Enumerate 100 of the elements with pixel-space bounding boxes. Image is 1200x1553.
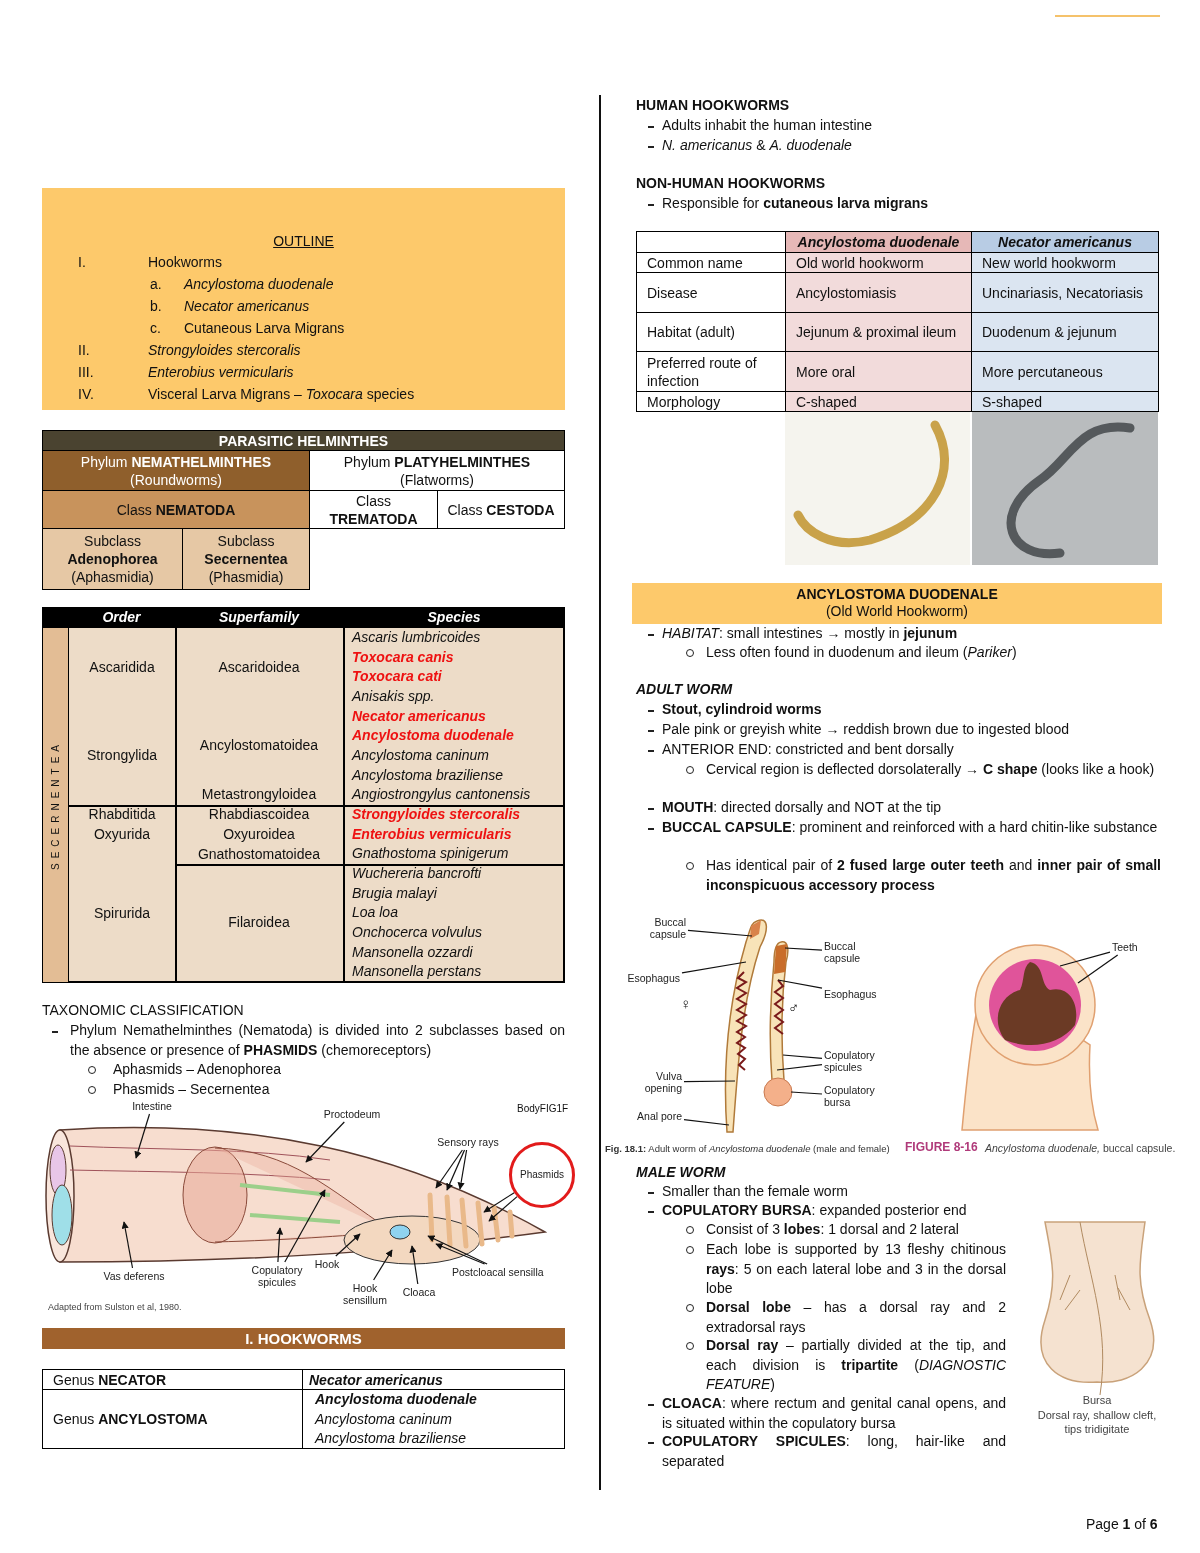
table-cell: Class CESTODA	[437, 490, 565, 529]
superfamily-name: Ancylostomatoidea	[198, 736, 320, 755]
table-cell: Phylum NEMATHELMINTHES (Roundworms)	[42, 450, 310, 491]
leader-arrow	[276, 1227, 284, 1263]
callout-label: Copulatory bursa	[824, 1084, 884, 1108]
list-item: Has identical pair of 2 fused large outer teeth and inner pair of small inconspicuous accessory process	[706, 856, 1161, 895]
outline-item: Ancylostoma duodenale	[184, 275, 334, 294]
superfamily-name: Rhabdiascoidea	[207, 805, 311, 824]
list-item: Phylum Nemathelminthes (Nematoda) is divided into 2 subclasses based on the absence or presence of PHASMIDS (chemoreceptors)	[70, 1021, 565, 1060]
species-name: Wuchereria bancrofti	[352, 864, 482, 884]
list-item: Each lobe is supported by 13 fleshy chitinous rays: 5 on each lateral lobe and 3 in the dorsal lobe	[706, 1240, 1006, 1298]
figure-caption: Dorsal ray, shallow cleft, tips tridigitate	[1036, 1408, 1158, 1436]
list-item: Less often found in duodenum and ileum (Pariker)	[706, 643, 1017, 662]
figure-caption: Fig. 18.1: Adult worm of Ancylostoma duodenale (male and female)	[605, 1142, 890, 1156]
order-name: Rhabditida	[87, 805, 157, 824]
species-name: Gnathostoma spinigerum	[352, 844, 509, 864]
outline-number: III.	[78, 363, 94, 382]
highlight-circle: Phasmids	[509, 1142, 575, 1208]
order-name: Oxyurida	[93, 825, 151, 844]
leader-line	[681, 961, 747, 974]
list-item: Dorsal ray – partially divided at the tip, and each division is tripartite (DIAGNOSTIC FEATURE)	[706, 1336, 1006, 1394]
species-name: Ancylostoma braziliense	[315, 1429, 466, 1448]
table-cell: C-shaped	[785, 391, 972, 412]
outline-item: Cutaneous Larva Migrans	[184, 319, 345, 338]
list-item: Adults inhabit the human intestine	[662, 116, 873, 135]
leader-line	[784, 947, 823, 951]
section-heading: MALE WORM	[636, 1163, 726, 1182]
leader-line	[1077, 954, 1119, 984]
leader-line	[777, 979, 823, 989]
leader-line	[782, 1054, 823, 1059]
species-name: Ancylostoma caninum	[315, 1409, 452, 1429]
list-item: BUCCAL CAPSULE: prominent and reinforced with a hard chitin-like substance	[662, 818, 1159, 837]
table-cell: Subclass Adenophorea (Aphasmidia)	[42, 528, 183, 590]
table-cell: New world hookworm	[971, 252, 1159, 273]
list-item: CLOACA: where rectum and genital canal opens, and is situated within the copulatory bursa	[662, 1394, 1006, 1433]
female-symbol: ♀	[680, 994, 692, 1014]
male-symbol: ♂	[788, 998, 800, 1018]
leader-arrow	[305, 1121, 345, 1163]
species-name: Ancylostoma duodenale	[315, 1390, 477, 1409]
section-heading: HUMAN HOOKWORMS	[636, 96, 790, 115]
table-cell: Jejunum & proximal ileum	[785, 312, 972, 352]
figure-credit: Adapted from Sulston et al, 1980.	[48, 1301, 182, 1314]
species-name: Onchocerca volvulus	[352, 923, 482, 943]
outline-number: IV.	[78, 385, 94, 404]
species-name: Mansonella perstans	[352, 962, 482, 982]
species-name: Ancylostoma braziliense	[352, 765, 503, 785]
leader-arrow	[409, 1245, 419, 1285]
section-heading: ANCYLOSTOMA DUODENALE	[795, 585, 999, 604]
outline-number: a.	[150, 275, 162, 294]
species-name: Angiostrongylus cantonensis	[352, 785, 531, 805]
species-name: Strongyloides stercoralis	[352, 805, 521, 824]
leader-arrow	[335, 1233, 361, 1257]
leader-arrow	[284, 1189, 326, 1263]
table-cell: More oral	[785, 351, 972, 392]
list-item: Smaller than the female worm	[662, 1182, 848, 1201]
order-name: Ascaridida	[88, 658, 156, 677]
list-item: Phasmids – Secernentea	[113, 1080, 270, 1099]
section-heading: ADULT WORM	[636, 680, 733, 699]
leader-line	[683, 1080, 736, 1083]
leader-arrow	[483, 1192, 515, 1213]
order-name: Spirurida	[93, 904, 151, 923]
outline-item: Strongyloides stercoralis	[148, 341, 301, 360]
species-name: Ancylostoma caninum	[352, 746, 489, 765]
superfamily-name: Metastrongyloidea	[200, 785, 318, 804]
callout-label: Copulatory spicules	[824, 1049, 884, 1073]
species-name: Ascaris lumbricoides	[352, 628, 481, 647]
column-header: Species	[426, 608, 482, 627]
outline-item: Visceral Larva Migrans – Toxocara species	[148, 385, 415, 404]
species-name: Toxocara cati	[352, 667, 442, 687]
table-cell: Necator americanus	[302, 1369, 565, 1390]
superfamily-name: Filaroidea	[227, 913, 291, 932]
table-cell: S-shaped	[971, 391, 1159, 412]
leader-arrow	[427, 1235, 488, 1265]
vertical-label: SECERNENTEA	[43, 628, 69, 982]
table-cell: Subclass Secernentea (Phasmidia)	[182, 528, 310, 590]
section-banner: I. HOOKWORMS	[42, 1328, 565, 1349]
leader-arrow	[373, 1249, 393, 1281]
leader-arrow	[121, 1221, 134, 1269]
figure-code: BodyFIG1F	[517, 1102, 569, 1116]
species-name: Enterobius vermicularis	[352, 824, 512, 844]
species-name: Mansonella ozzardi	[352, 942, 473, 962]
list-item: ANTERIOR END: constricted and bent dorsally	[662, 740, 954, 759]
superfamily-name: Gnathostomatoidea	[196, 845, 322, 864]
column-header: Superfamily	[217, 608, 301, 627]
figure-number: FIGURE 8-16	[905, 1139, 978, 1156]
list-item: Aphasmids – Adenophorea	[113, 1060, 282, 1079]
leader-arrow	[134, 1113, 151, 1159]
leader-line	[683, 1119, 730, 1126]
outline-item: Necator americanus	[184, 297, 310, 316]
figure-caption: Bursa	[1081, 1393, 1113, 1407]
table-cell: Class NEMATODA	[42, 490, 310, 529]
list-item: N. americanus & A. duodenale	[662, 136, 852, 155]
list-item: Cervical region is deflected dorsolaterally → C shape (looks like a hook)	[706, 760, 1156, 779]
callout-label: Cloaca	[400, 1286, 438, 1298]
species-name: Anisakis spp.	[352, 687, 435, 706]
superfamily-name: Ascaridoidea	[217, 658, 301, 677]
section-subheading: (Old World Hookworm)	[824, 602, 970, 621]
list-item: COPULATORY SPICULES: long, hair-like and separated	[662, 1432, 1006, 1471]
species-name: Toxocara canis	[352, 647, 454, 667]
table-cell: Uncinariasis, Necatoriasis	[971, 272, 1159, 313]
